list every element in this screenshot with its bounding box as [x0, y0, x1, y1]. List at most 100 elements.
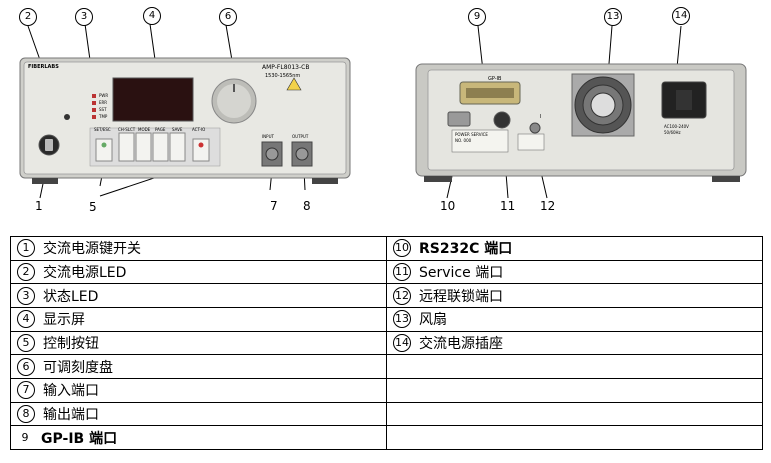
legend-cell-left: 5 控制按钮: [10, 330, 387, 356]
status-led-labels: PWR ERR SST TMP: [99, 92, 108, 120]
legend-cell-left: 7 输入端口: [10, 377, 387, 403]
legend-cell-left: 1 交流电源键开关: [10, 236, 387, 261]
legend-row: 4 显示屏 13 风扇: [10, 306, 763, 332]
interlock-label: I: [540, 114, 542, 120]
act-io-button: [192, 138, 210, 162]
legend-cell-right: 11 Service 端口: [386, 259, 763, 285]
legend-row: 7 输入端口: [10, 377, 763, 403]
legend-cell-right: [386, 425, 763, 450]
label-page: PAGE: [155, 127, 166, 132]
laser-warning-icon: [286, 77, 302, 91]
legend-label: 输入端口: [43, 383, 99, 400]
legend-num: 14: [393, 333, 411, 352]
callout-6: 6: [219, 8, 237, 26]
status-led-label-pwr: PWR: [99, 93, 109, 98]
remote-interlock-port: [529, 122, 541, 134]
label-act-io: ACT-IO: [192, 127, 206, 132]
rs232c-port: [447, 111, 471, 127]
callout-2: 2: [19, 8, 37, 26]
legend-label: 风扇: [419, 312, 447, 329]
output-port-label: OUTPUT: [292, 134, 309, 139]
legend-num: 13: [393, 310, 411, 329]
callout-14: 14: [672, 7, 690, 25]
legend-label: RS232C 端口: [419, 241, 513, 258]
service-text: POWER SERVICE NO. 000: [455, 132, 488, 143]
front-panel-drawing: [19, 23, 351, 199]
legend-cell-left: 9 GP-IB 端口: [10, 425, 387, 450]
input-port-label: INPUT: [262, 134, 274, 139]
legend-num: 1: [17, 239, 35, 258]
legend-cell-left: 6 可调刻度盘: [10, 354, 387, 379]
legend-num: 7: [17, 381, 35, 400]
legend-cell-left: 4 显示屏: [10, 306, 387, 332]
legend-row: 1 交流电源键开关 10 RS232C 端口: [10, 236, 763, 261]
mode-button: [135, 132, 152, 162]
legend-label: 可调刻度盘: [43, 359, 113, 376]
legend-label: 交流电源LED: [43, 264, 127, 281]
legend-row: 5 控制按钮 14 交流电源插座: [10, 330, 763, 356]
legend-cell-right: [386, 354, 763, 379]
legend-num: 2: [17, 262, 35, 281]
callout-12: 12: [540, 199, 556, 213]
ch-slct-button: [118, 132, 135, 162]
legend-label: 状态LED: [43, 288, 99, 305]
front-panel-figure: FIBERLABS AMP-FL8013-CB 1530-1565nm PWR …: [0, 0, 400, 230]
legend-row: 9 GP-IB 端口: [10, 425, 763, 450]
legend-cell-left: 2 交流电源LED: [10, 259, 387, 285]
legend-num: 5: [17, 333, 35, 352]
legend-label: 显示屏: [43, 312, 85, 329]
legend-label: 输出端口: [43, 406, 99, 423]
legend-cell-right: 13 风扇: [386, 306, 763, 332]
legend-label: 交流电源插座: [419, 335, 503, 352]
legend-cell-right: [386, 377, 763, 403]
label-ch-slct: CH-SLCT: [118, 127, 136, 132]
service-port: [493, 111, 511, 129]
gpib-label: GP-IB: [488, 76, 502, 82]
rear-panel-drawing: [415, 25, 747, 199]
legend-label: 交流电源键开关: [43, 241, 141, 258]
callout-4: 4: [143, 7, 161, 25]
legend-num: 6: [17, 357, 35, 376]
status-led-label-err: ERR: [99, 100, 108, 105]
legend-num: 4: [17, 310, 35, 329]
wavelength-label: 1530-1565nm: [265, 73, 301, 79]
legend-label: 控制按钮: [43, 335, 99, 352]
legend-row: 8 输出端口: [10, 401, 763, 427]
page-button: [152, 132, 169, 162]
callout-8: 8: [303, 199, 311, 213]
legend-num: 10: [393, 239, 411, 258]
component-legend-table: 1 交流电源键开关 10 RS232C 端口 2 交流电源LED 11 Service …: [10, 236, 763, 450]
callout-3: 3: [75, 8, 93, 26]
status-led-label-sst: SST: [99, 107, 107, 112]
display-screen: [112, 77, 194, 122]
brand-label: FIBERLABS: [28, 64, 59, 70]
callout-7: 7: [270, 199, 278, 213]
callout-9: 9: [468, 8, 486, 26]
power-label: AC100-240V 50/60Hz: [664, 124, 689, 135]
legend-num: 3: [17, 286, 35, 305]
status-led-label-tmp: TMP: [99, 114, 108, 119]
legend-cell-right: [386, 401, 763, 427]
save-button: [169, 132, 186, 162]
callout-10: 10: [440, 199, 456, 213]
legend-num: 11: [393, 262, 411, 281]
model-label: AMP-FL8013-CB: [262, 64, 310, 71]
callout-11: 11: [500, 199, 516, 213]
legend-cell-right: 14 交流电源插座: [386, 330, 763, 356]
button-labels: SET/ESC CH-SLCT MODE PAGE SAVE ACT-IO: [92, 127, 222, 133]
legend-num: 9: [21, 430, 29, 444]
legend-row: 2 交流电源LED 11 Service 端口: [10, 259, 763, 285]
legend-cell-left: 8 输出端口: [10, 401, 387, 427]
label-save: SAVE: [172, 127, 183, 132]
legend-label: Service 端口: [419, 264, 504, 281]
status-leds: [92, 94, 96, 119]
legend-cell-right: 10 RS232C 端口: [386, 236, 763, 261]
legend-num: 8: [17, 404, 35, 423]
legend-label: GP-IB 端口: [41, 430, 118, 447]
legend-num: 12: [393, 286, 411, 305]
legend-row: 6 可调刻度盘: [10, 354, 763, 379]
set-esc-button: [95, 138, 113, 162]
callout-13: 13: [604, 8, 622, 26]
